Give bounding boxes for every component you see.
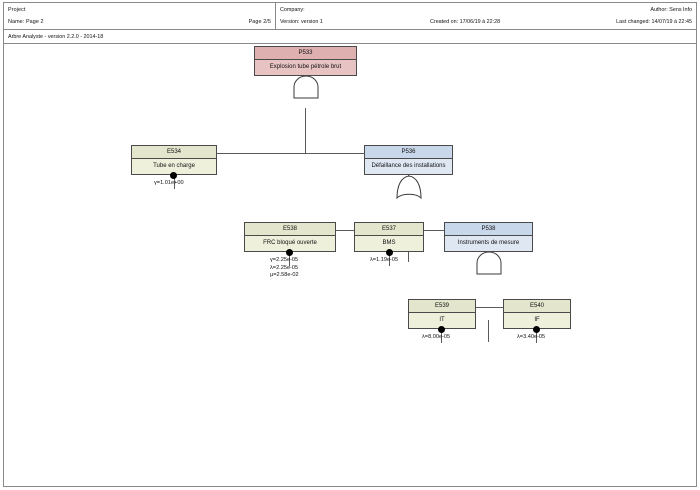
node-description-p536: Défaillance des installations (371, 163, 446, 169)
parameters-e537: λ=1.19e-05 (370, 257, 398, 265)
node-id-p538: P538 (445, 223, 532, 236)
node-description-e538: FRC bloqué ouverte (263, 240, 317, 246)
report-header: Project Name: Page 2 Page 2/5 Company: A… (3, 2, 697, 30)
tree-node-p536[interactable]: P536 Défaillance des installations (364, 145, 453, 175)
or-gate-p536[interactable] (395, 174, 423, 200)
parameter-e534-gamma: γ=1.01e+00 (154, 180, 184, 186)
basic-event-dot-e538 (286, 249, 293, 256)
header-project-row: Project (8, 4, 271, 16)
node-description-p538: Instruments de mesure (457, 240, 520, 246)
created-on-label: Created on: 17/06/19 à 22:28 (430, 19, 501, 25)
header-meta-row: Version: version 1 Created on: 17/06/19 … (280, 16, 692, 28)
tree-node-p538[interactable]: P538 Instruments de mesure (444, 222, 533, 252)
project-label: Project (8, 7, 26, 13)
page-number-label: Page 2/5 (248, 19, 271, 25)
parameters-e538: γ=2.25e-05 λ=2.25e-05 µ=2.58e-02 (270, 257, 299, 280)
node-description-e539: IT (439, 317, 445, 323)
node-id-e540: E540 (504, 300, 570, 313)
node-id-e537: E537 (355, 223, 423, 236)
basic-event-dot-e537 (386, 249, 393, 256)
header-name-row: Name: Page 2 Page 2/5 (8, 16, 271, 28)
header-company-block: Company: Author: Sens Info Version: vers… (276, 3, 696, 29)
node-description-e540: IF (534, 317, 540, 323)
tree-node-e537[interactable]: E537 BMS (354, 222, 424, 252)
node-id-p536: P536 (365, 146, 452, 159)
parameter-e540-lambda: λ=3.40e-05 (517, 334, 546, 340)
basic-event-dot-e539 (438, 326, 445, 333)
page-name-label: Name: Page 2 (8, 19, 44, 25)
tree-node-e534[interactable]: E534 Tube en charge (131, 145, 217, 175)
connector-p533-bar (174, 153, 409, 154)
parameters-e534: γ=1.01e+00 (154, 180, 184, 188)
parameter-e538-lambda: λ=2.25e-05 (270, 264, 299, 271)
tree-node-e538[interactable]: E538 FRC bloqué ouverte (244, 222, 336, 252)
parameter-e539-lambda: λ=8.00e-05 (422, 334, 451, 340)
basic-event-dot-e540 (533, 326, 540, 333)
node-id-e534: E534 (132, 146, 216, 159)
parameters-e540: λ=3.40e-05 (517, 334, 545, 342)
software-banner-label: Arbre Analyste - version 2.2.0 - 2014-18 (8, 33, 104, 40)
node-description-e534: Tube en charge (153, 163, 195, 169)
and-gate-p538[interactable] (475, 251, 503, 275)
connector-p533-stem (305, 108, 306, 154)
parameter-e538-gamma: γ=2.25e-05 (270, 257, 299, 263)
basic-event-dot-e534 (170, 172, 177, 179)
connector-p538-stem (488, 320, 489, 342)
parameters-e539: λ=8.00e-05 (422, 334, 450, 342)
version-label: Version: version 1 (280, 19, 323, 25)
node-description-e537: BMS (382, 240, 396, 246)
node-id-e539: E539 (409, 300, 475, 313)
tree-node-e540[interactable]: E540 IF (503, 299, 571, 329)
node-id-p533: P533 (255, 47, 356, 60)
header-company-row: Company: Author: Sens Info (280, 4, 692, 16)
node-id-e538: E538 (245, 223, 335, 236)
connector-p536-stem (408, 243, 409, 262)
connector-p538-bar (441, 307, 536, 308)
fault-tree-canvas: P533 Explosion tube pétrole brut E534 Tu… (3, 44, 697, 487)
tree-node-e539[interactable]: E539 IT (408, 299, 476, 329)
last-changed-label: Last changed: 14/07/19 à 22:45 (616, 19, 692, 25)
header-project-block: Project Name: Page 2 Page 2/5 (4, 3, 276, 29)
author-label: Author: Sens Info (650, 7, 692, 13)
parameter-e538-mu: µ=2.58e-02 (270, 272, 299, 278)
software-banner: Arbre Analyste - version 2.2.0 - 2014-18 (3, 30, 697, 44)
node-description-p533: Explosion tube pétrole brut (269, 64, 342, 70)
company-label: Company: (280, 7, 305, 13)
parameter-e537-lambda: λ=1.19e-05 (370, 257, 399, 263)
tree-node-p533[interactable]: P533 Explosion tube pétrole brut (254, 46, 357, 76)
and-gate-p533[interactable] (292, 75, 320, 99)
